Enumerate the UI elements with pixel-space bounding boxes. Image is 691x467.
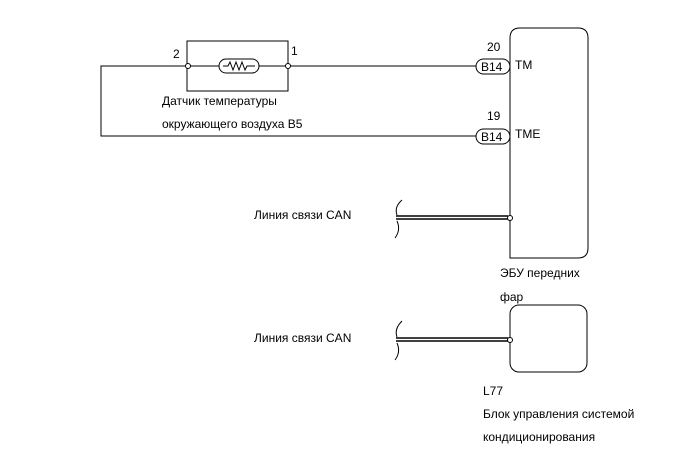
can-line-label-2: Линия связи CAN <box>254 331 352 345</box>
can-line-label-1: Линия связи CAN <box>254 208 352 222</box>
pin-number-20: 20 <box>487 40 501 54</box>
ecu-label-line2: фар <box>500 290 524 304</box>
sensor-label-line1: Датчик температуры <box>162 94 277 108</box>
ecu-box <box>509 27 589 259</box>
sensor-pin-2-label: 2 <box>173 47 180 61</box>
ac-unit-label-line1: Блок управления системой <box>483 407 635 421</box>
wire-tme <box>100 65 476 137</box>
connector-label-tme: B14 <box>481 130 503 144</box>
sensor-terminal-2 <box>185 63 191 69</box>
can-bus-1 <box>394 199 513 239</box>
can-bus-2 <box>394 320 513 361</box>
sensor-label-line2: окружающего воздуха B5 <box>162 117 303 131</box>
ecu-label-line1: ЭБУ передних <box>500 266 580 280</box>
ac-unit-code: L77 <box>483 384 504 398</box>
thermistor-icon <box>218 58 260 74</box>
signal-tm: TM <box>515 58 533 72</box>
pin-number-19: 19 <box>487 109 501 123</box>
ac-unit-label-line2: кондиционирования <box>483 430 596 444</box>
connector-label-tm: B14 <box>481 60 503 74</box>
ac-unit-box <box>509 304 588 373</box>
signal-tme: TME <box>515 127 541 141</box>
sensor-pin-1-label: 1 <box>291 44 298 58</box>
sensor-terminal-1 <box>285 63 291 69</box>
